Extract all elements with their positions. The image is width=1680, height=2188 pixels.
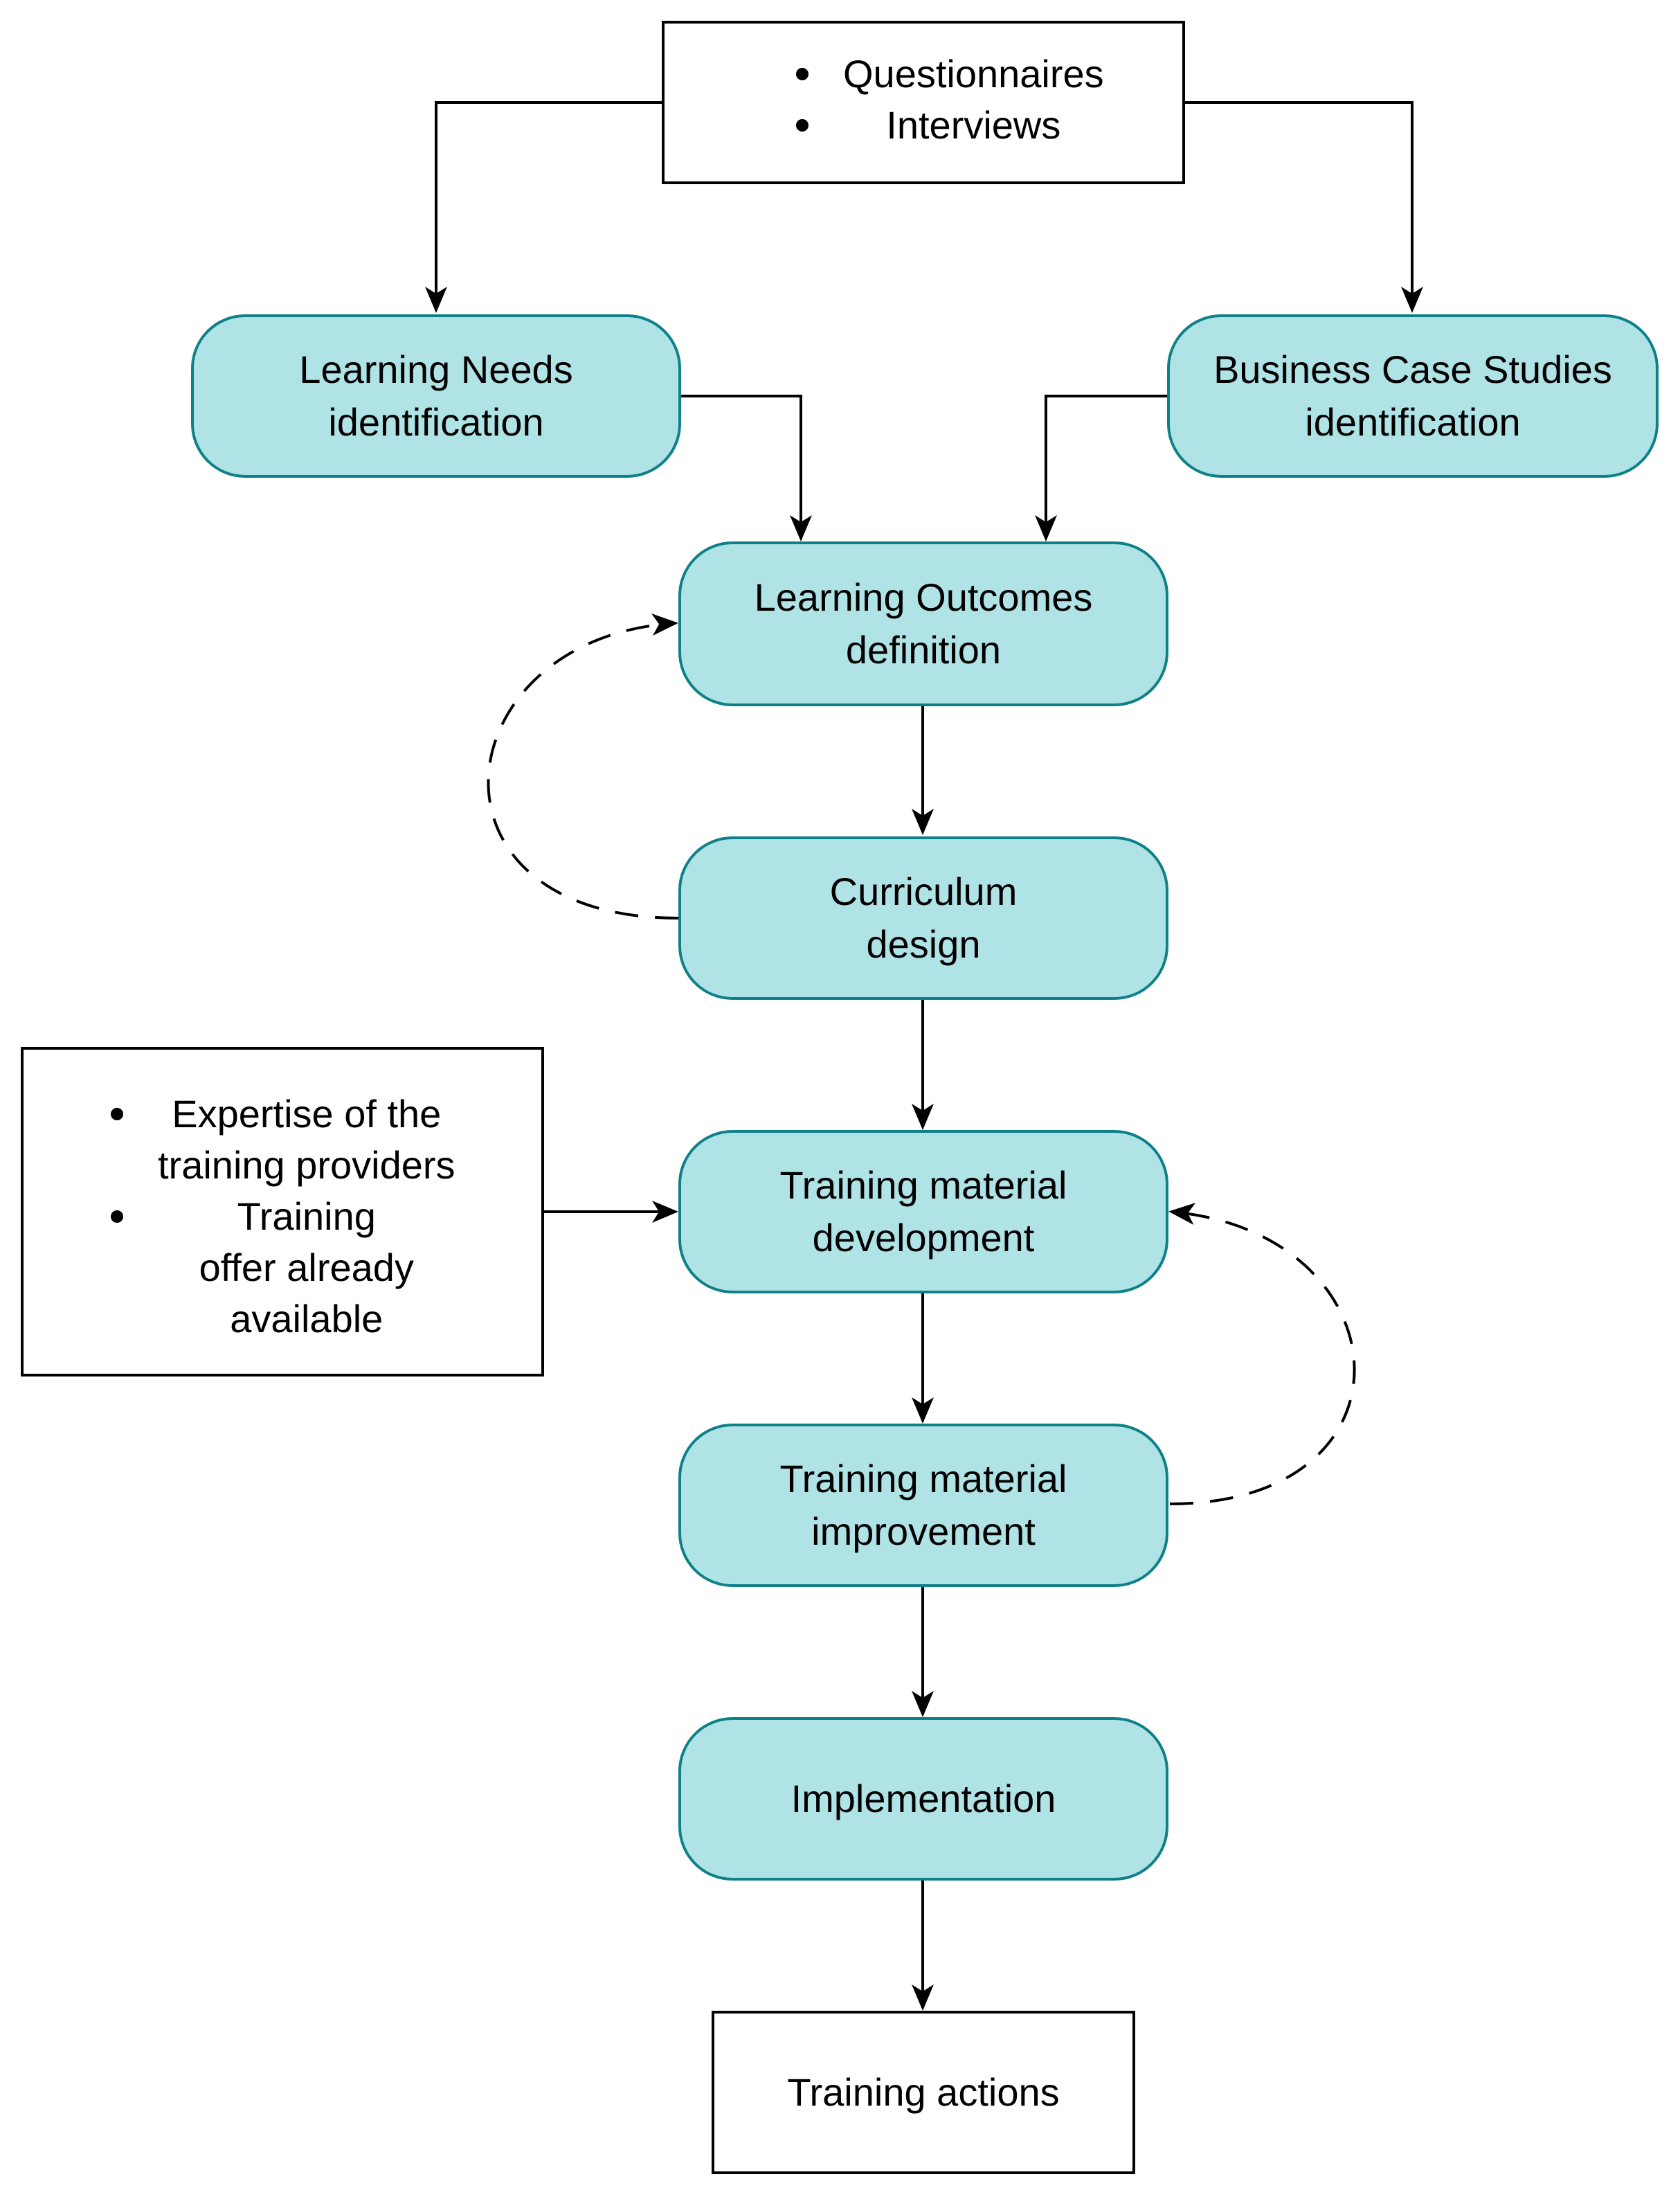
inputs-item-1-line-1: Expertise of the	[172, 1092, 442, 1136]
methods-list: Questionnaires Interviews	[792, 48, 1104, 151]
edge-methods-to-learning-needs	[425, 101, 663, 313]
implementation-step: Implementation	[678, 1717, 1168, 1881]
edge-learning-needs-to-outcomes	[678, 395, 812, 541]
methods-box: Questionnaires Interviews	[662, 21, 1185, 184]
inputs-item-2-line-3: available	[230, 1297, 383, 1340]
material-improvement-line-2: improvement	[811, 1509, 1036, 1553]
list-item: Questionnaires	[792, 48, 1104, 100]
list-item: Interviews	[792, 100, 1104, 151]
material-development-step: Training material development	[678, 1130, 1168, 1293]
list-item: Expertise of the training providers	[107, 1088, 455, 1191]
material-development-line-2: development	[812, 1216, 1035, 1259]
implementation-label: Implementation	[791, 1777, 1056, 1820]
list-item: Training offer already available	[107, 1191, 455, 1345]
business-cases-line-2: identification	[1305, 400, 1521, 444]
training-actions-box: Training actions	[712, 2011, 1135, 2174]
learning-outcomes-line-1: Learning Outcomes	[754, 575, 1093, 619]
methods-item-interviews: Interviews	[886, 103, 1061, 147]
learning-outcomes-line-2: definition	[845, 628, 1002, 672]
material-improvement-step: Training material improvement	[678, 1424, 1168, 1587]
learning-outcomes-step: Learning Outcomes definition	[678, 541, 1168, 706]
inputs-box: Expertise of the training providers Trai…	[21, 1047, 544, 1377]
feedback-improvement-to-development	[1168, 1203, 1356, 1505]
edge-methods-to-business-cases	[1184, 101, 1423, 313]
curriculum-line-2: design	[866, 922, 981, 966]
training-actions-label: Training actions	[787, 2070, 1060, 2114]
inputs-item-2-line-2: offer already	[199, 1246, 414, 1289]
business-cases-step: Business Case Studies identification	[1167, 314, 1659, 478]
feedback-curriculum-to-outcomes	[487, 613, 679, 920]
methods-item-questionnaires: Questionnaires	[843, 52, 1104, 96]
curriculum-line-1: Curriculum	[829, 870, 1018, 913]
learning-needs-line-2: identification	[328, 400, 544, 444]
inputs-item-1-line-2: training providers	[158, 1143, 455, 1187]
business-cases-line-1: Business Case Studies	[1213, 348, 1612, 391]
curriculum-step: Curriculum design	[678, 836, 1168, 1000]
learning-needs-line-1: Learning Needs	[299, 348, 573, 391]
material-improvement-line-1: Training material	[779, 1457, 1067, 1500]
learning-needs-step: Learning Needs identification	[191, 314, 681, 478]
material-development-line-1: Training material	[779, 1163, 1067, 1207]
edge-business-cases-to-outcomes	[1035, 395, 1168, 541]
inputs-item-2-line-1: Training	[237, 1194, 376, 1238]
inputs-list: Expertise of the training providers Trai…	[107, 1088, 455, 1345]
